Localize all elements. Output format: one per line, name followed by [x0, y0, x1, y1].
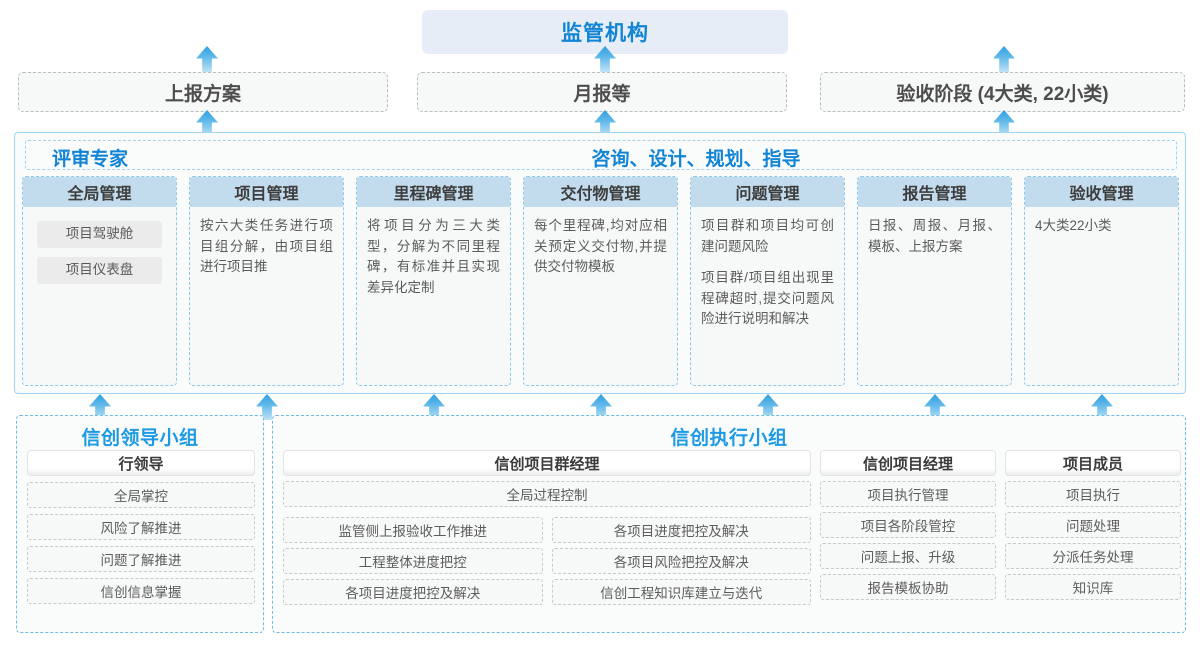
program-manager-subcolumns: 监管侧上报验收工作推进 工程整体进度把控 各项目进度把控及解决 各项目进度把控及… [283, 512, 811, 605]
leadership-task-2: 风险了解推进 [27, 514, 255, 540]
reporting-item-plan-label: 上报方案 [164, 83, 241, 105]
leadership-group-content: 行领导 全局掌控 风险了解推进 问题了解推进 信创信息掌握 [27, 450, 255, 604]
execution-group-title: 信创执行小组 [670, 428, 788, 449]
project-manager-task-4: 报告模板协助 [820, 574, 996, 600]
mgmt-column-global-body: 项目驾驶舱 项目仪表盘 [23, 207, 176, 284]
program-manager-left-task-3: 各项目进度把控及解决 [283, 579, 543, 605]
advisory-review-experts-label: 评审专家 [52, 149, 129, 170]
mgmt-column-deliverable-text: 每个里程碑,均对应相关预定义交付物,并提供交付物模板 [534, 218, 667, 275]
execution-group-columns: 信创项目群经理 全局过程控制 监管侧上报验收工作推进 工程整体进度把控 各项目进… [283, 450, 1181, 605]
leadership-task-4: 信创信息掌握 [27, 578, 255, 604]
mgmt-column-issue-text-1: 项目群和项目均可创建问题风险 [701, 218, 834, 254]
mgmt-pill-dashboard: 项目仪表盘 [37, 257, 162, 284]
mgmt-column-acceptance-text: 4大类22小类 [1035, 218, 1112, 233]
project-manager-role-head: 信创项目经理 [820, 450, 996, 476]
mgmt-column-acceptance-body: 4大类22小类 [1025, 207, 1178, 237]
mgmt-column-global-title: 全局管理 [23, 177, 176, 207]
mgmt-column-issue-text-2: 项目群/项目组出现里程碑超时,提交问题风险进行说明和解决 [701, 270, 834, 327]
program-manager-right-task-3: 信创工程知识库建立与迭代 [551, 579, 811, 605]
advisory-header: 评审专家 咨询、设计、规划、指导 [25, 140, 1177, 170]
mgmt-pill-cockpit: 项目驾驶舱 [37, 221, 162, 248]
program-manager-right-task-2: 各项目风险把控及解决 [551, 548, 811, 574]
project-member-task-4: 知识库 [1005, 574, 1181, 600]
mgmt-column-issue-title: 问题管理 [691, 177, 844, 207]
project-member-task-1: 项目执行 [1005, 481, 1181, 507]
mgmt-column-deliverable: 交付物管理 每个里程碑,均对应相关预定义交付物,并提供交付物模板 [523, 176, 678, 386]
mgmt-column-global: 全局管理 项目驾驶舱 项目仪表盘 [22, 176, 177, 386]
mgmt-column-project-title: 项目管理 [190, 177, 343, 207]
mgmt-column-issue-body: 项目群和项目均可创建问题风险 项目群/项目组出现里程碑超时,提交问题风险进行说明… [691, 207, 844, 330]
mgmt-column-report-title: 报告管理 [858, 177, 1011, 207]
advisory-services-label: 咨询、设计、规划、指导 [591, 149, 801, 170]
leadership-group-title: 信创领导小组 [81, 428, 199, 449]
project-manager-task-3: 问题上报、升级 [820, 543, 996, 569]
program-manager-column: 信创项目群经理 全局过程控制 监管侧上报验收工作推进 工程整体进度把控 各项目进… [283, 450, 811, 605]
project-member-task-2: 问题处理 [1005, 512, 1181, 538]
mgmt-column-deliverable-title: 交付物管理 [524, 177, 677, 207]
mgmt-column-acceptance-title: 验收管理 [1025, 177, 1178, 207]
mgmt-column-acceptance: 验收管理 4大类22小类 [1024, 176, 1179, 386]
mgmt-column-milestone: 里程碑管理 将项目分为三大类型，分解为不同里程碑，有标准并且实现差异化定制 [356, 176, 511, 386]
mgmt-column-report-body: 日报、周报、月报、模板、上报方案 [858, 207, 1011, 257]
project-member-role-head: 项目成员 [1005, 450, 1181, 476]
mgmt-column-project-body: 按六大类任务进行项目组分解，由项目组进行项目推 [190, 207, 343, 278]
leadership-task-3: 问题了解推进 [27, 546, 255, 572]
program-manager-right-tasks: 各项目进度把控及解决 各项目风险把控及解决 信创工程知识库建立与迭代 [551, 512, 811, 605]
program-manager-right-task-1: 各项目进度把控及解决 [551, 517, 811, 543]
leadership-task-1: 全局掌控 [27, 482, 255, 508]
project-manager-task-2: 项目各阶段管控 [820, 512, 996, 538]
project-manager-column: 信创项目经理 项目执行管理 项目各阶段管控 问题上报、升级 报告模板协助 [820, 450, 996, 600]
project-member-column: 项目成员 项目执行 问题处理 分派任务处理 知识库 [1005, 450, 1181, 600]
arrow-up-to-authority-left [196, 46, 218, 72]
mgmt-column-project-text: 按六大类任务进行项目组分解，由项目组进行项目推 [200, 218, 333, 275]
regulatory-authority-label: 监管机构 [561, 22, 649, 45]
mgmt-column-milestone-text: 将项目分为三大类型，分解为不同里程碑，有标准并且实现差异化定制 [367, 218, 500, 295]
project-manager-task-1: 项目执行管理 [820, 481, 996, 507]
mgmt-column-issue: 问题管理 项目群和项目均可创建问题风险 项目群/项目组出现里程碑超时,提交问题风… [690, 176, 845, 386]
reporting-item-plan: 上报方案 [18, 72, 388, 112]
reporting-item-monthly: 月报等 [417, 72, 787, 112]
mgmt-column-milestone-body: 将项目分为三大类型，分解为不同里程碑，有标准并且实现差异化定制 [357, 207, 510, 298]
mgmt-column-report: 报告管理 日报、周报、月报、模板、上报方案 [857, 176, 1012, 386]
leadership-role-head: 行领导 [27, 450, 255, 476]
mgmt-column-deliverable-body: 每个里程碑,均对应相关预定义交付物,并提供交付物模板 [524, 207, 677, 278]
mgmt-column-project: 项目管理 按六大类任务进行项目组分解，由项目组进行项目推 [189, 176, 344, 386]
program-manager-task-global: 全局过程控制 [283, 481, 811, 507]
reporting-item-acceptance: 验收阶段 (4大类, 22小类) [820, 72, 1185, 112]
project-member-task-3: 分派任务处理 [1005, 543, 1181, 569]
reporting-item-monthly-label: 月报等 [573, 83, 631, 105]
arrow-up-to-authority-right [993, 46, 1015, 72]
reporting-item-acceptance-label: 验收阶段 (4大类, 22小类) [896, 83, 1109, 105]
execution-group-box: 信创执行小组 信创项目群经理 全局过程控制 监管侧上报验收工作推进 工程整体进度… [272, 415, 1186, 633]
program-manager-left-tasks: 监管侧上报验收工作推进 工程整体进度把控 各项目进度把控及解决 [283, 512, 543, 605]
program-manager-left-task-1: 监管侧上报验收工作推进 [283, 517, 543, 543]
leadership-group-box: 信创领导小组 行领导 全局掌控 风险了解推进 问题了解推进 信创信息掌握 [16, 415, 264, 633]
program-manager-left-task-2: 工程整体进度把控 [283, 548, 543, 574]
mgmt-column-report-text: 日报、周报、月报、模板、上报方案 [868, 218, 1001, 254]
program-manager-role-head: 信创项目群经理 [283, 450, 811, 476]
mgmt-column-milestone-title: 里程碑管理 [357, 177, 510, 207]
